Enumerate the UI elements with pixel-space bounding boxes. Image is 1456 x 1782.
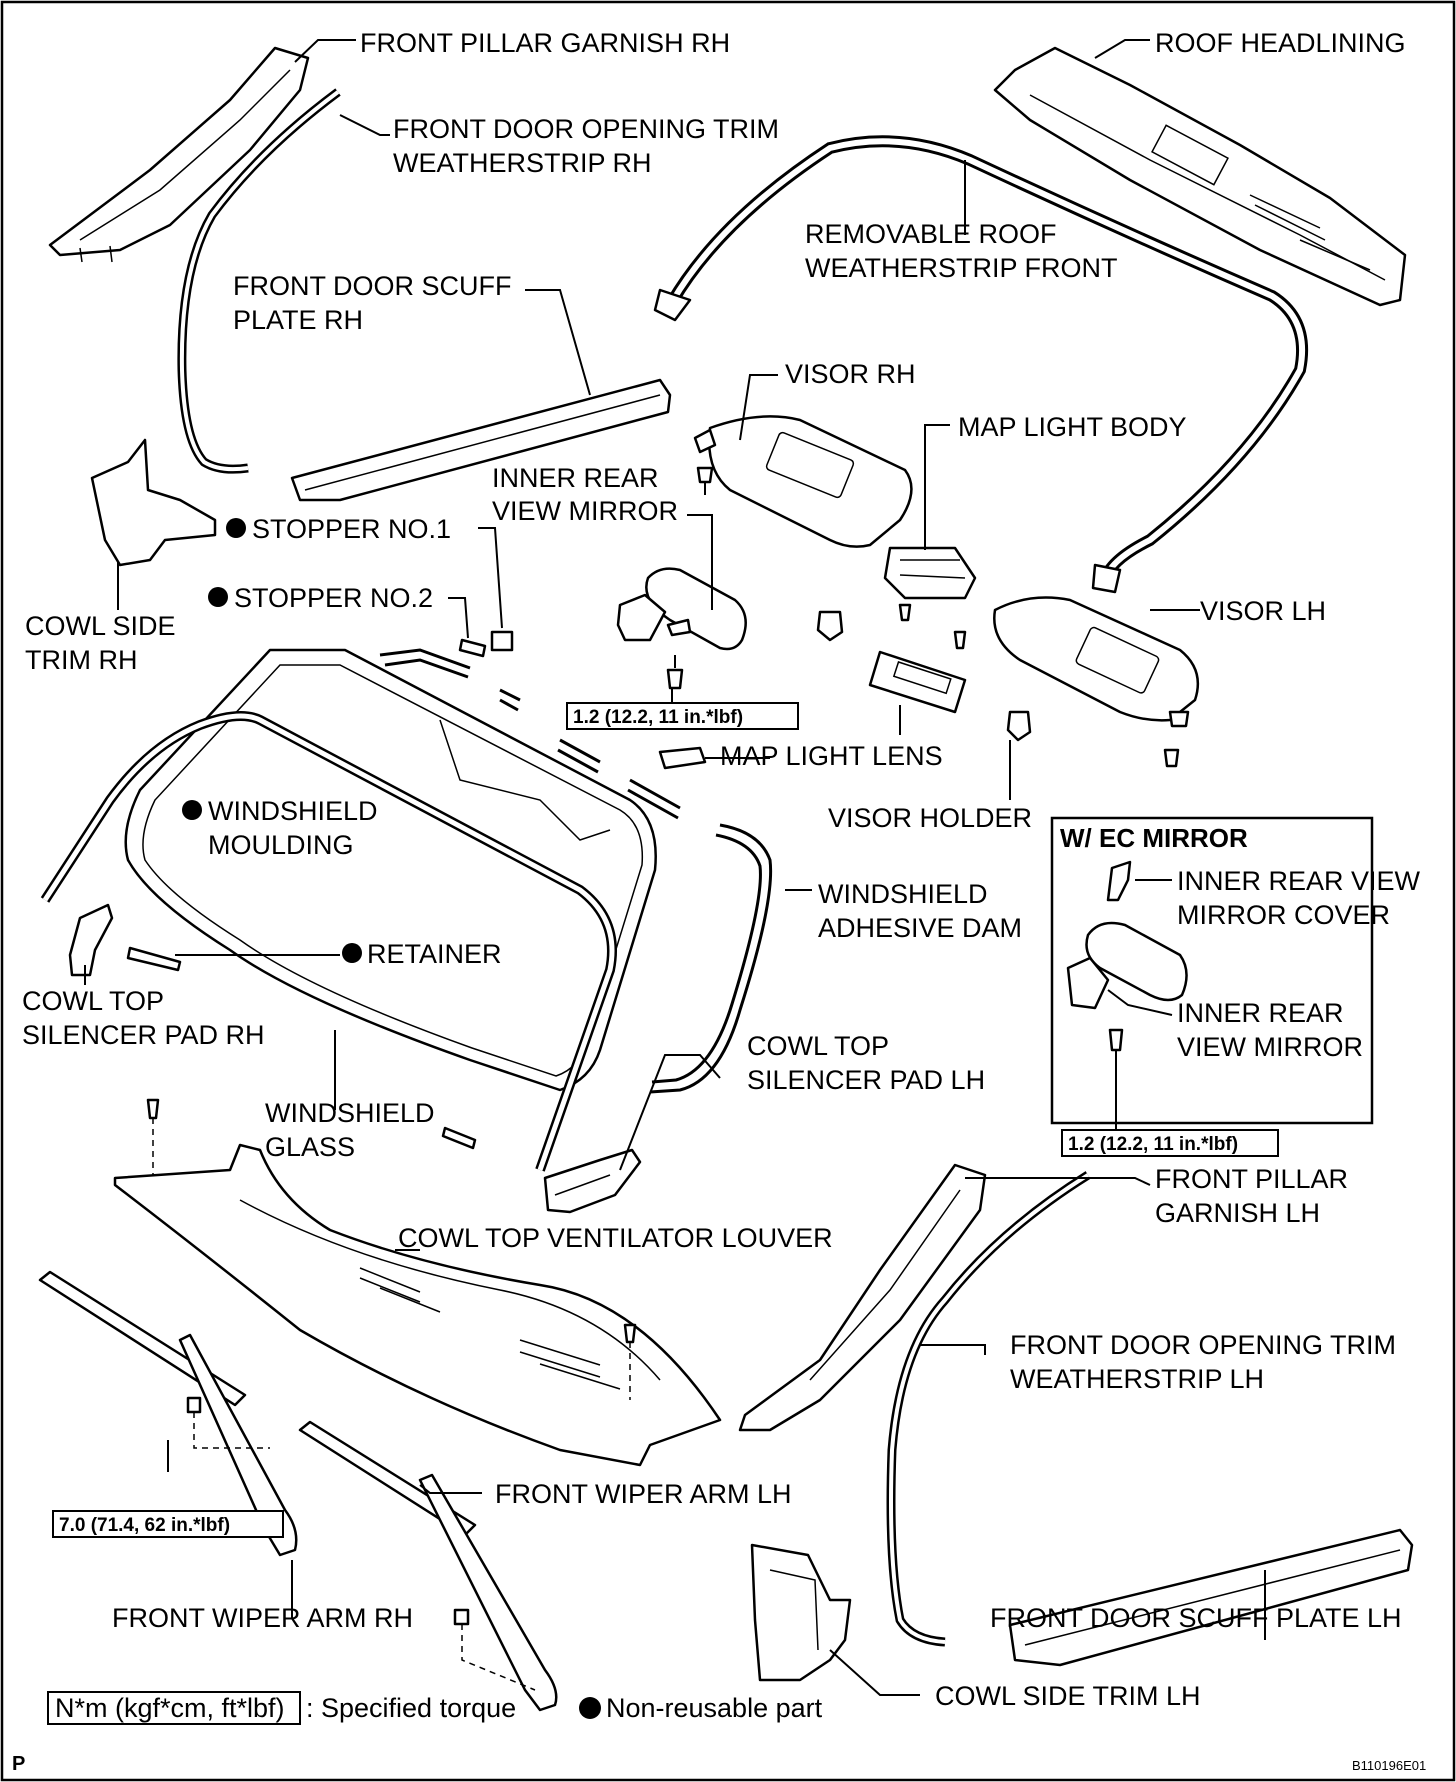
wiper-torque-value: 7.0 (71.4, 62 in.*lbf)	[59, 1515, 230, 1536]
cowl-top-ventilator-louver-part	[113, 1098, 722, 1467]
front-wiper-arm-lh-part	[298, 1420, 558, 1712]
front-door-scuff-plate-rh-part	[290, 378, 672, 502]
visor-lh-part	[993, 596, 1200, 768]
inset-title: W/ EC MIRROR	[1060, 823, 1248, 853]
front-door-scuff-plate-lh-part	[1008, 1528, 1414, 1667]
footer-section-letter: P	[12, 1753, 25, 1775]
label-windshield-moulding-1: WINDSHIELD	[208, 796, 378, 826]
label-windshield-glass-1: WINDSHIELD	[265, 1098, 435, 1128]
label-front-wiper-arm-rh: FRONT WIPER ARM RH	[112, 1603, 413, 1633]
label-stopper-no1: STOPPER NO.1	[252, 514, 451, 544]
legend: N*m (kgf*cm, ft*lbf) : Specified torque …	[47, 1691, 823, 1725]
inset-mirror-label-2: VIEW MIRROR	[1177, 1032, 1363, 1062]
label-cowl-side-trim-rh-1: COWL SIDE	[25, 611, 176, 641]
label-windshield-glass-2: GLASS	[265, 1132, 355, 1162]
visor-holder-part	[816, 610, 1032, 742]
map-light-body-part	[883, 546, 977, 650]
footer-figure-code: B110196E01	[1352, 1758, 1426, 1773]
label-windshield-adhesive-dam-1: WINDSHIELD	[818, 879, 988, 909]
front-pillar-garnish-rh-part	[48, 46, 310, 263]
windshield-glass-part	[124, 648, 657, 1092]
front-pillar-garnish-lh-part	[738, 1163, 987, 1432]
legend-torque-text: : Specified torque	[306, 1693, 516, 1723]
label-visor-rh: VISOR RH	[785, 359, 916, 389]
legend-nonreusable-text: Non-reusable part	[606, 1693, 823, 1723]
label-cowl-top-silencer-lh-1: COWL TOP	[747, 1031, 889, 1061]
label-cowl-side-trim-rh-2: TRIM RH	[25, 645, 137, 675]
legend-torque-box-label: N*m (kgf*cm, ft*lbf)	[55, 1693, 285, 1723]
label-map-light-body: MAP LIGHT BODY	[958, 412, 1187, 442]
label-front-door-opening-trim-lh-1: FRONT DOOR OPENING TRIM	[1010, 1330, 1396, 1360]
windshield-moulding-part	[40, 711, 617, 1172]
nonreusable-dot-moulding	[182, 800, 202, 820]
cowl-side-trim-lh-part	[750, 1543, 852, 1682]
mirror-torque-value: 1.2 (12.2, 11 in.*lbf)	[573, 707, 743, 728]
front-door-opening-trim-rh-part	[177, 88, 341, 474]
label-front-door-scuff-rh-1: FRONT DOOR SCUFF	[233, 271, 512, 301]
label-front-door-opening-trim-rh-2: WEATHERSTRIP RH	[393, 148, 652, 178]
label-inner-rear-view-mirror-2: VIEW MIRROR	[492, 496, 678, 526]
inset-mirror-label-1: INNER REAR	[1177, 998, 1344, 1028]
retainer-part	[126, 946, 477, 1150]
label-cowl-top-ventilator-louver: COWL TOP VENTILATOR LOUVER	[398, 1223, 833, 1253]
removable-roof-weatherstrip-part	[653, 135, 1309, 594]
label-stopper-no2: STOPPER NO.2	[234, 583, 433, 613]
label-windshield-adhesive-dam-2: ADHESIVE DAM	[818, 913, 1022, 943]
label-roof-headlining: ROOF HEADLINING	[1155, 28, 1406, 58]
nonreusable-dot-stopper-1	[226, 518, 246, 538]
label-cowl-side-trim-lh: COWL SIDE TRIM LH	[935, 1681, 1201, 1711]
label-removable-roof-1: REMOVABLE ROOF	[805, 219, 1057, 249]
inset-cover-label-2: MIRROR COVER	[1177, 900, 1390, 930]
visor-rh-part	[693, 415, 913, 548]
label-front-door-scuff-lh: FRONT DOOR SCUFF PLATE LH	[990, 1603, 1402, 1633]
label-front-wiper-arm-lh: FRONT WIPER ARM LH	[495, 1479, 792, 1509]
label-visor-holder: VISOR HOLDER	[828, 803, 1032, 833]
roof-headlining-part	[993, 46, 1407, 307]
label-front-pillar-garnish-rh: FRONT PILLAR GARNISH RH	[360, 28, 730, 58]
inset-torque-box	[1061, 1129, 1279, 1157]
map-light-lens-part	[658, 650, 967, 770]
windshield-adhesive-dam-part	[379, 648, 773, 1094]
legend-nonreusable-dot	[579, 1697, 601, 1719]
ec-mirror-inset: W/ EC MIRROR INNER REAR VIEW MIRROR COVE…	[1050, 816, 1421, 1157]
mirror-torque-box	[566, 702, 799, 730]
front-door-opening-trim-lh-part	[886, 1171, 1091, 1647]
inset-torque-value: 1.2 (12.2, 11 in.*lbf)	[1068, 1134, 1238, 1155]
inset-mirror-cover-part	[1106, 860, 1132, 902]
label-front-door-scuff-rh-2: PLATE RH	[233, 305, 363, 335]
leader-lines	[84, 39, 1266, 1696]
wiper-torque-box	[52, 1510, 284, 1538]
stoppers-part	[458, 630, 514, 658]
labels: FRONT PILLAR GARNISH RH FRONT DOOR OPENI…	[22, 28, 1406, 1711]
label-inner-rear-view-mirror-1: INNER REAR	[492, 463, 659, 493]
label-windshield-moulding-2: MOULDING	[208, 830, 354, 860]
inset-cover-label-1: INNER REAR VIEW	[1177, 866, 1421, 896]
label-cowl-top-silencer-rh-1: COWL TOP	[22, 986, 164, 1016]
inner-rear-view-mirror-part	[616, 567, 747, 690]
cowl-side-trim-rh-part	[90, 438, 217, 567]
nonreusable-dot-stopper-2	[208, 587, 228, 607]
label-front-pillar-garnish-lh-2: GARNISH LH	[1155, 1198, 1320, 1228]
cowl-top-silencer-pad-lh-part	[543, 1148, 642, 1214]
label-retainer: RETAINER	[367, 939, 502, 969]
label-cowl-top-silencer-rh-2: SILENCER PAD RH	[22, 1020, 265, 1050]
nonreusable-dot-retainer	[342, 943, 362, 963]
legend-torque-box	[47, 1691, 301, 1725]
label-front-door-opening-trim-rh-1: FRONT DOOR OPENING TRIM	[393, 114, 779, 144]
label-visor-lh: VISOR LH	[1200, 596, 1326, 626]
label-cowl-top-silencer-lh-2: SILENCER PAD LH	[747, 1065, 985, 1095]
label-map-light-lens: MAP LIGHT LENS	[720, 741, 943, 771]
label-front-door-opening-trim-lh-2: WEATHERSTRIP LH	[1010, 1364, 1264, 1394]
front-wiper-arm-rh-part	[38, 1270, 298, 1557]
cowl-top-silencer-pad-rh-part	[68, 903, 114, 977]
label-front-pillar-garnish-lh-1: FRONT PILLAR	[1155, 1164, 1348, 1194]
label-removable-roof-2: WEATHERSTRIP FRONT	[805, 253, 1118, 283]
